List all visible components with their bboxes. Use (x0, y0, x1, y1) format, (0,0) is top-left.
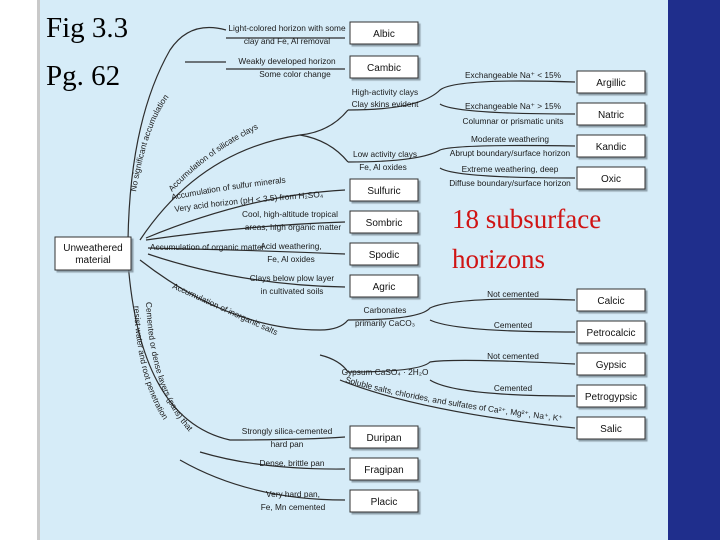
horizon-label-albic: Albic (373, 29, 395, 40)
horizon-box-calcic: Calcic (576, 288, 646, 312)
horizon-label-calcic: Calcic (597, 296, 624, 307)
figure-panel-edge (37, 0, 40, 540)
horizon-box-natric: Natric (576, 102, 646, 126)
horizon-box-sombric: Sombric (349, 210, 419, 234)
cond-natric-2: Columnar or prismatic units (463, 116, 564, 126)
cond-petrocalcic: Cemented (494, 320, 533, 330)
horizon-box-cambic: Cambic (349, 55, 419, 79)
cond-sombric-1: Cool, high-altitude tropical (242, 209, 338, 219)
horizon-label-oxic: Oxic (601, 174, 621, 185)
cond-agric-1: Clays below plow layer (250, 273, 335, 283)
horizon-label-placic: Placic (371, 497, 398, 508)
cond-kandic-2: Abrupt boundary/surface horizon (450, 148, 571, 158)
condition-labels: Light-colored horizon with some clay and… (228, 23, 571, 512)
horizon-box-placic: Placic (349, 489, 419, 513)
horizon-box-sulfuric: Sulfuric (349, 178, 419, 202)
horizon-label-kandic: Kandic (596, 142, 627, 153)
horizon-label-salic: Salic (600, 424, 622, 435)
horizon-box-petrogypsic: Petrogypsic (576, 384, 646, 408)
root-label-line1: Unweathered (63, 243, 122, 254)
cond-high-activity-1: High-activity clays (352, 87, 418, 97)
horizon-label-argillic: Argillic (596, 78, 625, 89)
horizon-box-duripan: Duripan (349, 425, 419, 449)
cond-low-activity-1: Low activity clays (353, 149, 417, 159)
cond-fragipan: Dense, brittle pan (259, 458, 324, 468)
cond-carbonates-1: Carbonates (364, 305, 407, 315)
horizon-label-fragipan: Fragipan (364, 465, 403, 476)
horizon-label-natric: Natric (598, 110, 624, 121)
horizon-label-sulfuric: Sulfuric (367, 186, 400, 197)
branch-lines (127, 26, 576, 501)
cond-albic-2: clay and Fe, Al removal (244, 36, 330, 46)
cond-high-activity-2: Clay skins evident (352, 99, 420, 109)
horizon-box-gypsic: Gypsic (576, 352, 646, 376)
horizon-label-petrocalcic: Petrocalcic (587, 328, 636, 339)
branch-label-salic: Soluble salts, chlorides, and sulfates o… (344, 374, 563, 423)
horizon-box-kandic: Kandic (576, 134, 646, 158)
horizon-box-fragipan: Fragipan (349, 457, 419, 481)
cond-placic-2: Fe, Mn cemented (261, 502, 326, 512)
slide-side-band (668, 0, 720, 540)
cond-kandic-1: Moderate weathering (471, 134, 549, 144)
cond-oxic-2: Diffuse boundary/surface horizon (449, 178, 571, 188)
figure-panel (37, 0, 668, 540)
cond-placic-1: Very hard pan, (266, 489, 320, 499)
cond-sombric-2: areas, high organic matter (245, 222, 342, 232)
horizon-box-spodic: Spodic (349, 242, 419, 266)
horizon-label-cambic: Cambic (367, 63, 401, 74)
branch-label-organic-matter: Accumulation of organic matter (150, 242, 265, 252)
branch-label-no-accumulation: No significant accumulation (128, 92, 171, 192)
figure-number: Fig 3.3 (46, 12, 129, 44)
cond-petrogypsic: Cemented (494, 383, 533, 393)
cond-spodic-2: Fe, Al oxides (267, 254, 315, 264)
horizon-box-oxic: Oxic (576, 166, 646, 190)
horizon-label-duripan: Duripan (366, 433, 401, 444)
cond-gypsic: Not cemented (487, 351, 539, 361)
horizon-label-gypsic: Gypsic (596, 360, 627, 371)
horizon-box-petrocalcic: Petrocalcic (576, 320, 646, 344)
cond-spodic-1: Acid weathering, (260, 241, 321, 251)
cond-carbonates-2: primarily CaCO₃ (355, 318, 415, 328)
cond-duripan-1: Strongly silica-cemented (242, 426, 333, 436)
horizon-label-agric: Agric (373, 282, 396, 293)
page-reference: Pg. 62 (46, 60, 121, 92)
branch-label-cemented-1: Cemented or dense layers (pans) that (144, 302, 195, 434)
cond-agric-2: in cultivated soils (261, 286, 324, 296)
callout-line-2: horizons (452, 244, 545, 274)
root-node: Unweathered material (54, 236, 132, 271)
cond-cambic-2: Some color change (259, 69, 331, 79)
horizon-box-argillic: Argillic (576, 70, 646, 94)
cond-gypsum: Gypsum CaSO₄ · 2H₂O (342, 367, 429, 377)
cond-cambic-1: Weakly developed horizon (238, 56, 336, 66)
horizon-label-petrogypsic: Petrogypsic (585, 392, 637, 403)
horizon-label-spodic: Spodic (369, 250, 400, 261)
cond-albic-1: Light-colored horizon with some (228, 23, 346, 33)
horizon-box-albic: Albic (349, 21, 419, 45)
cond-natric-1: Exchangeable Na⁺ > 15% (465, 101, 562, 111)
cond-duripan-2: hard pan (271, 439, 304, 449)
root-label-line2: material (75, 255, 111, 266)
cond-calcic: Not cemented (487, 289, 539, 299)
horizon-box-salic: Salic (576, 416, 646, 440)
horizon-box-agric: Agric (349, 274, 419, 298)
horizon-label-sombric: Sombric (366, 218, 403, 229)
cond-argillic: Exchangeable Na⁺ < 15% (465, 70, 562, 80)
callout-line-1: 18 subsurface (452, 204, 602, 234)
cond-oxic-1: Extreme weathering, deep (462, 164, 559, 174)
cond-low-activity-2: Fe, Al oxides (359, 162, 407, 172)
horizon-boxes: Albic Cambic Argillic Natric Kandic Oxic… (349, 21, 646, 513)
